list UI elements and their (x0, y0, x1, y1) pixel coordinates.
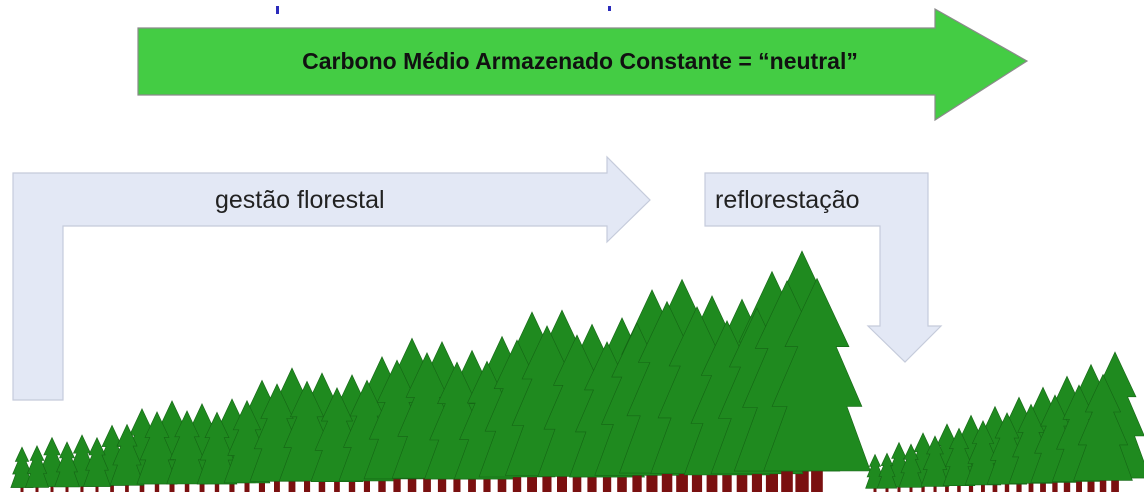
tree-trunk (632, 461, 642, 492)
tree-trunk (334, 473, 340, 492)
tree (942, 427, 976, 492)
tree-trunk (214, 477, 220, 492)
tree-trunk (811, 453, 823, 492)
forest-management-arrow (12, 155, 651, 401)
tree-trunk (244, 475, 250, 492)
tree-trunk (572, 463, 582, 492)
tree-foliage (54, 441, 80, 488)
tree-trunk (483, 468, 491, 492)
tree-trunk (602, 465, 612, 492)
carbon-neutral-label: Carbono Médio Armazenado Constante = “ne… (302, 48, 858, 74)
tree-trunk (957, 480, 961, 492)
tree (136, 411, 178, 492)
tree-foliage (763, 277, 871, 472)
tree-trunk (423, 466, 431, 492)
tree-foliage (1073, 373, 1133, 481)
tree-trunk (184, 477, 190, 492)
tree-trunk (909, 483, 913, 492)
tree-trunk (1099, 470, 1107, 492)
tree-trunk (20, 483, 24, 492)
tree (196, 411, 238, 492)
tree (865, 453, 885, 492)
tree (166, 410, 208, 492)
tree-trunk (981, 479, 985, 492)
tree-trunk (661, 457, 673, 492)
tree (24, 444, 50, 492)
tree-foliage (24, 444, 50, 488)
tree-foliage (964, 419, 1002, 486)
tree-trunk (781, 454, 793, 492)
tree-trunk (363, 471, 370, 492)
tree-trunk (110, 480, 114, 492)
tree-foliage (136, 411, 178, 485)
tree-foliage (109, 423, 145, 486)
tree-trunk (1004, 477, 1010, 492)
tree-trunk (933, 481, 937, 492)
tree-trunk (1028, 476, 1034, 492)
tree-foliage (920, 435, 950, 487)
tree-trunk (125, 479, 129, 492)
tree (876, 452, 898, 492)
tree (1073, 373, 1133, 492)
tree-trunk (512, 464, 522, 492)
tree-trunk (304, 472, 311, 492)
tree (109, 423, 145, 492)
forest-management-label: gestão florestal (215, 186, 385, 214)
carbon-neutral-arrow (137, 7, 1029, 122)
tree-trunk (50, 482, 54, 492)
tree-foliage (876, 452, 898, 489)
tree-trunk (1052, 474, 1058, 492)
tree (54, 441, 80, 492)
tree-trunk (65, 483, 69, 492)
tree-trunk (453, 468, 461, 492)
tree-trunk (691, 458, 703, 492)
tree-trunk (95, 482, 99, 492)
tree-trunk (542, 462, 552, 492)
tree-trunk (274, 472, 280, 492)
tree-foliage (10, 446, 34, 488)
tree-trunk (1076, 472, 1082, 492)
tree-foliage (196, 411, 238, 485)
reforestation-label: reflorestação (715, 186, 860, 214)
tree-foliage (82, 436, 112, 487)
young-forest (865, 351, 1144, 492)
tree (964, 419, 1002, 492)
tree-trunk (722, 461, 732, 492)
tree-foliage (942, 427, 976, 487)
tree-trunk (751, 458, 762, 492)
tree-trunk (393, 468, 401, 492)
tree-trunk (80, 481, 84, 492)
tree (920, 435, 950, 492)
reforestation-arrow (704, 172, 943, 363)
tree-trunk (873, 485, 877, 492)
mature-forest (10, 250, 871, 492)
tree (763, 277, 871, 492)
cropped-title-fragment (276, 6, 611, 14)
tree-trunk (154, 477, 160, 492)
tree (82, 436, 112, 492)
tree (10, 446, 34, 492)
tree (898, 443, 924, 492)
tree-trunk (35, 483, 39, 492)
tree-foliage (898, 443, 924, 488)
tree-foliage (865, 453, 885, 489)
tree-foliage (166, 410, 208, 485)
